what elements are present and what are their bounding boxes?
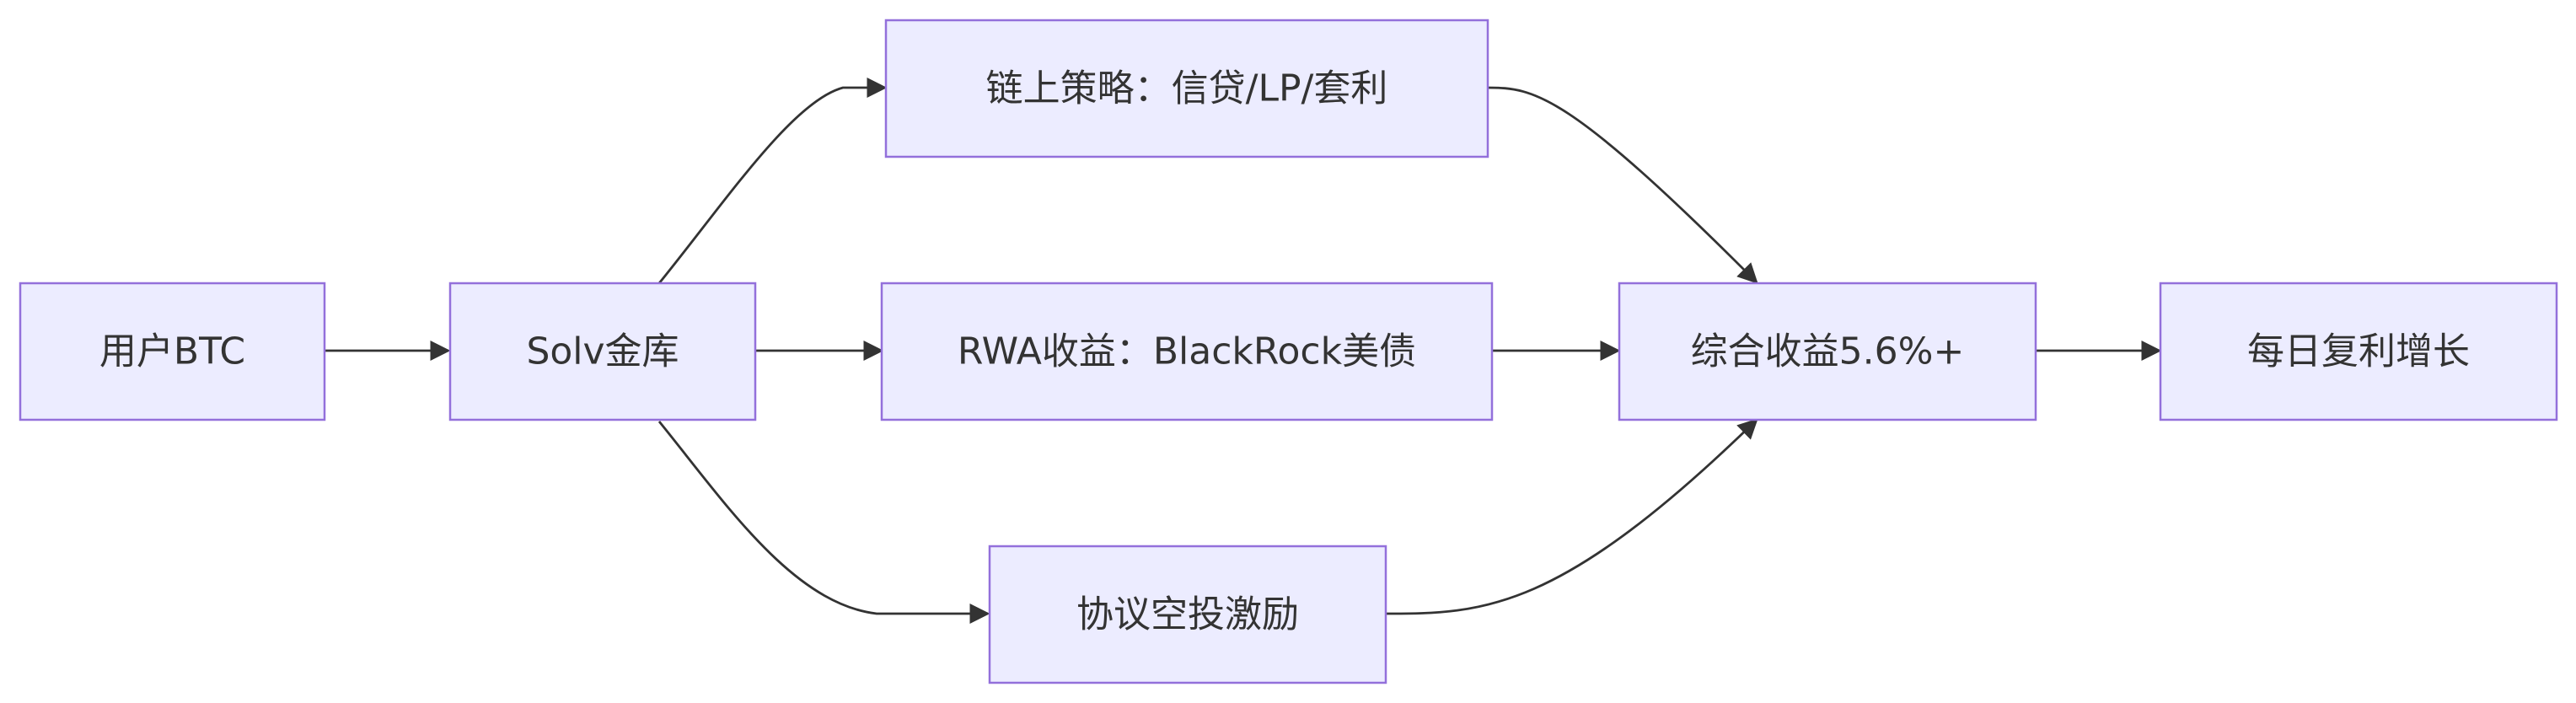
node-label-solv-vault: Solv金库 — [526, 330, 679, 373]
node-combined-yield: 综合收益5.6%+ — [1618, 282, 2037, 421]
edge-onchain-to-combined — [1487, 86, 1758, 284]
node-label-rwa-yield: RWA收益：BlackRock美债 — [958, 330, 1416, 373]
node-label-user-btc: 用户BTC — [99, 330, 245, 373]
node-label-combined-yield: 综合收益5.6%+ — [1691, 330, 1965, 373]
node-label-daily-compound: 每日复利增长 — [2247, 330, 2470, 373]
node-daily-compound: 每日复利增长 — [2159, 282, 2558, 421]
node-solv-vault: Solv金库 — [448, 282, 757, 421]
edge-vault-to-airdrop — [657, 421, 990, 624]
edge-vault-to-onchain — [657, 78, 888, 284]
node-user-btc: 用户BTC — [19, 282, 326, 421]
node-airdrop-incentive: 协议空投激励 — [988, 545, 1387, 684]
node-label-onchain-strategy: 链上策略：信贷/LP/套利 — [986, 67, 1388, 110]
node-onchain-strategy: 链上策略：信贷/LP/套利 — [884, 19, 1489, 158]
node-label-airdrop-incentive: 协议空投激励 — [1076, 593, 1299, 636]
edge-airdrop-to-combined — [1385, 418, 1758, 615]
node-rwa-yield: RWA收益：BlackRock美债 — [880, 282, 1494, 421]
edges — [325, 78, 2162, 624]
